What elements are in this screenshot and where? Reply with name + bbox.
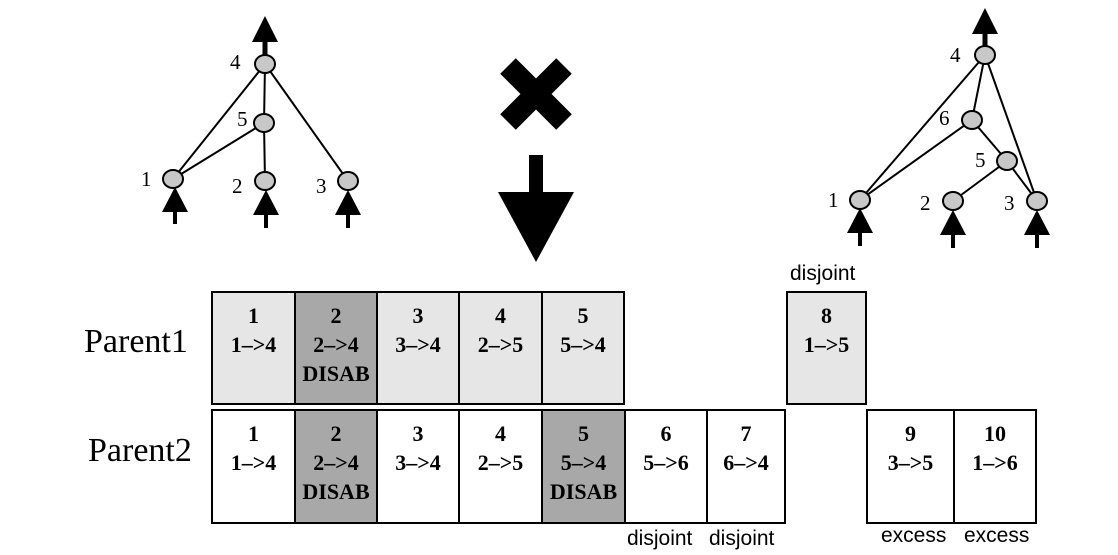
gene-innovation: 1 [248, 303, 259, 328]
parent2-gene: 9 3–>5 [866, 409, 955, 524]
gene-innovation: 2 [330, 303, 342, 328]
output-arrow-icon [252, 16, 278, 42]
parent2-gene: 7 6–>4 [706, 409, 786, 524]
parent1-gene: 8 1–>5 [786, 291, 867, 405]
gene-innovation: 7 [740, 421, 752, 446]
gene-innovation: 3 [412, 421, 424, 446]
node-2 [942, 191, 964, 211]
node-label: 1 [141, 167, 152, 191]
gene-connection: 3–>4 [395, 332, 441, 357]
gene-connection: 2–>5 [477, 450, 524, 475]
output-arrow-icon [972, 8, 998, 34]
input-arrow-icon [940, 210, 966, 235]
gene-connection: 5–>4 [560, 450, 607, 475]
parent2-gene: 1 1–>4 [211, 409, 296, 524]
parent1-gene: 5 5–>4 [541, 291, 625, 405]
gene-innovation: 5 [577, 303, 589, 328]
gene-innovation: 9 [905, 421, 916, 446]
node-5 [253, 113, 275, 133]
node-2 [254, 171, 276, 191]
node-1 [162, 169, 184, 189]
input-arrow-icon [847, 208, 873, 233]
gene-connection: 1–>4 [230, 450, 277, 475]
parent1-gene: 4 2–>5 [458, 291, 543, 405]
parent2-gene: 6 5–>6 [624, 409, 708, 524]
parent1-label: Parent1 [84, 323, 188, 360]
right-network: 4 6 5 1 2 3 [828, 8, 1050, 248]
gene-status: DISAB [302, 361, 370, 386]
gene-innovation: 2 [330, 421, 342, 446]
node-label: 4 [950, 43, 961, 67]
gene-status: DISAB [302, 479, 370, 504]
gene-connection: 1–>4 [230, 332, 277, 357]
node-3 [1026, 191, 1048, 211]
input-arrow-icon [1024, 210, 1050, 235]
node-6 [961, 110, 983, 130]
parent1-gene: 3 3–>4 [376, 291, 460, 405]
gene-connection: 3–>4 [395, 450, 441, 475]
gene-innovation: 1 [248, 421, 259, 446]
gene-innovation: 6 [660, 421, 672, 446]
down-arrow-icon [498, 155, 574, 262]
parent1-gene: 2 2–>4 DISAB [294, 291, 378, 405]
gene-connection: 2–>5 [477, 332, 524, 357]
gene-innovation: 10 [984, 421, 1006, 446]
gene-connection: 2–>4 [313, 332, 359, 357]
node-label: 6 [939, 106, 950, 130]
gene-connection: 5–>4 [560, 332, 606, 357]
parent1-gene: 1 1–>4 [211, 291, 296, 405]
node-label: 2 [232, 174, 243, 198]
node-label: 3 [1004, 191, 1015, 215]
parent2-gene: 10 1–>6 [953, 409, 1037, 524]
gene-status: DISAB [549, 479, 618, 504]
input-arrow-icon [253, 190, 279, 215]
gene-innovation: 8 [821, 303, 832, 328]
node-label: 5 [975, 148, 986, 172]
node-3 [337, 171, 359, 191]
excess-annotation: excess [964, 524, 1030, 547]
parent2-gene: 5 5–>4 DISAB [541, 409, 626, 524]
parent2-gene: 3 3–>4 [376, 409, 460, 524]
parent2-gene: 4 2–>5 [458, 409, 543, 524]
gene-innovation: 3 [412, 303, 424, 328]
gene-connection: 2–>4 [313, 450, 359, 475]
node-5 [996, 151, 1018, 171]
input-arrow-icon [162, 187, 188, 212]
gene-connection: 1–>5 [803, 332, 850, 357]
node-label: 1 [828, 188, 839, 212]
disjoint-annotation: disjoint [709, 527, 775, 550]
disjoint-annotation: disjoint [627, 527, 693, 550]
node-label: 4 [230, 50, 241, 74]
parent2-gene: 2 2–>4 DISAB [294, 409, 378, 524]
node-1 [849, 190, 871, 210]
input-arrow-icon [335, 190, 361, 215]
gene-innovation: 4 [495, 421, 506, 446]
gene-connection: 6–>4 [723, 450, 769, 475]
gene-innovation: 5 [578, 421, 589, 446]
crossover-icon [500, 58, 572, 130]
node-4 [254, 54, 276, 74]
gene-connection: 1–>6 [972, 450, 1018, 475]
node-label: 3 [316, 174, 327, 198]
node-label: 2 [920, 191, 931, 215]
excess-annotation: excess [881, 524, 947, 547]
node-4 [974, 45, 996, 65]
disjoint-annotation: disjoint [790, 262, 856, 285]
node-label: 5 [237, 107, 248, 131]
gene-innovation: 4 [495, 303, 506, 328]
gene-connection: 3–>5 [887, 450, 934, 475]
gene-connection: 5–>6 [643, 450, 689, 475]
parent2-label: Parent2 [88, 432, 192, 469]
left-network: 4 5 1 2 3 [141, 16, 361, 228]
